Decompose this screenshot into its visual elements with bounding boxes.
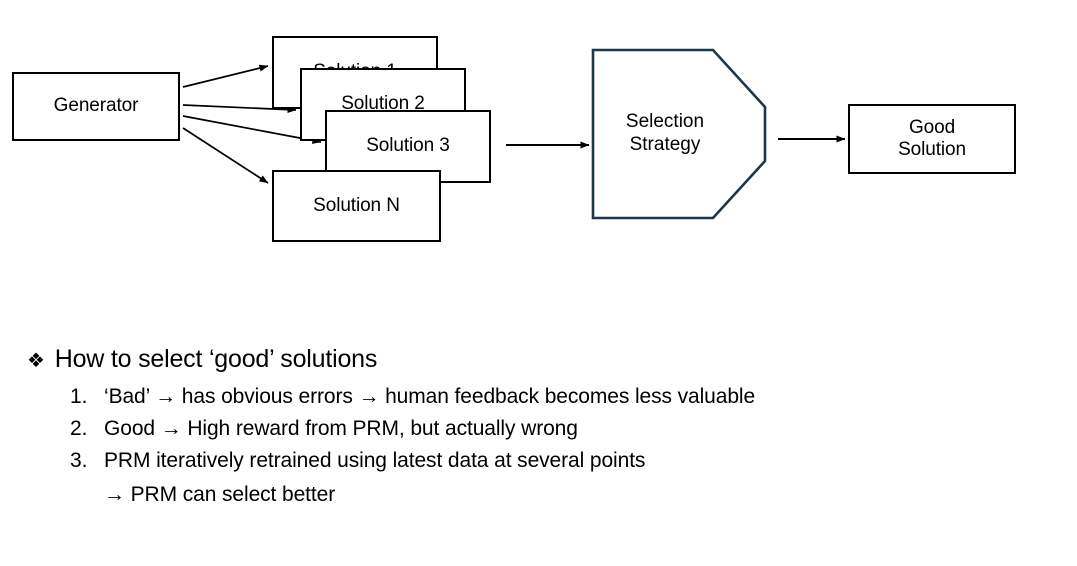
list-item: PRM iteratively retrained using latest d… — [70, 445, 646, 477]
arrow-generator-to-solution-3 — [182, 115, 322, 144]
good-solution-box[interactable]: Good Solution — [848, 104, 1016, 174]
generator-box[interactable]: Generator — [12, 72, 180, 141]
solution-card-n-label: Solution N — [313, 194, 400, 216]
sub-list-item: → PRM can select better — [104, 482, 336, 506]
arrow-generator-to-solution-1 — [182, 64, 269, 88]
good-solution-line-1: Good — [908, 116, 956, 138]
numbered-list: ‘Bad’ → has obvious errors → human feedb… — [0, 381, 1077, 477]
selection-strategy-label: Selection Strategy — [590, 47, 740, 221]
bullet-heading: ❖ How to select ‘good’ solutions — [0, 344, 1077, 375]
generator-label: Generator — [53, 95, 139, 117]
diamond-bullet-icon: ❖ — [27, 350, 45, 372]
selection-strategy-line-1: Selection — [625, 111, 705, 133]
selection-strategy-line-2: Strategy — [629, 134, 701, 155]
good-solution-line-2: Solution — [898, 139, 966, 160]
solution-card-2-label: Solution 2 — [341, 93, 425, 115]
selection-strategy-shape — [591, 48, 767, 220]
list-item: ‘Bad’ → has obvious errors → human feedb… — [70, 381, 756, 413]
diagram-connectors — [182, 64, 846, 184]
list-item: Good → High reward from PRM, but actuall… — [70, 413, 578, 445]
arrow-generator-to-solution-2 — [182, 104, 297, 114]
selection-strategy-node[interactable]: Selection Strategy — [590, 47, 768, 221]
solution-card-n[interactable]: Solution N — [272, 170, 441, 242]
bullet-heading-text: How to select ‘good’ solutions — [54, 345, 378, 373]
arrow-generator-to-solution-n — [182, 127, 269, 184]
solution-card-3-label: Solution 3 — [366, 135, 450, 157]
bullet-section: ❖ How to select ‘good’ solutions ‘Bad’ →… — [0, 344, 1077, 510]
